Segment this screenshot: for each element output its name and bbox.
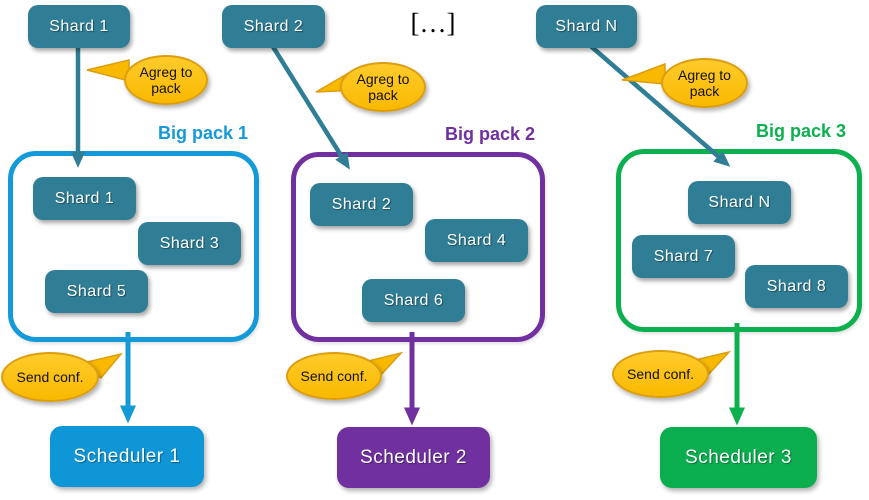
bubble-agreg-1-label: Agreg to pack: [139, 63, 193, 96]
bubble-tail-agreg-1: [86, 59, 130, 82]
pack1-shard-0-label: Shard 1: [54, 189, 115, 207]
scheduler-1: Scheduler 1: [50, 426, 204, 487]
pack1-shard-0: Shard 1: [33, 177, 136, 220]
pack-1-label: Big pack 1: [157, 123, 248, 143]
shard-source-1: Shard 1: [28, 5, 130, 48]
bubble-agreg-2: Agreg to pack: [340, 62, 426, 112]
bubble-send-1-label: Send conf.: [16, 368, 84, 385]
bubble-send-2-label: Send conf.: [300, 367, 368, 384]
big-pack-3: Shard N Shard 7 Shard 8: [616, 149, 862, 332]
pack-3-label: Big pack 3: [755, 121, 846, 141]
pack2-shard-0-label: Shard 2: [331, 195, 392, 213]
shard-source-1-label: Shard 1: [49, 17, 109, 35]
pack3-shard-2-label: Shard 8: [766, 277, 827, 295]
bubble-agreg-2-label: Agreg to pack: [356, 70, 410, 103]
big-pack-1: Shard 1 Shard 3 Shard 5: [8, 151, 259, 342]
shard-source-2: Shard 2: [222, 5, 325, 48]
scheduler-2: Scheduler 2: [337, 427, 490, 488]
scheduler-1-label: Scheduler 1: [73, 445, 181, 467]
pack1-shard-1-label: Shard 3: [159, 234, 220, 252]
ellipsis-label: […]: [410, 8, 456, 38]
scheduler-2-label: Scheduler 2: [360, 446, 467, 468]
pack2-shard-1-label: Shard 4: [446, 231, 507, 249]
bubble-send-3: Send conf.: [612, 350, 709, 398]
pack1-shard-2: Shard 5: [45, 270, 148, 313]
shard-source-n: Shard N: [536, 5, 637, 48]
bubble-agreg-1: Agreg to pack: [124, 55, 208, 105]
pack-2-label: Big pack 2: [444, 124, 535, 144]
scheduler-3-label: Scheduler 3: [685, 446, 792, 468]
pack3-shard-2: Shard 8: [745, 265, 848, 308]
arrow-shard2-to-pack2: [268, 40, 350, 170]
shard-source-2-label: Shard 2: [243, 17, 304, 35]
pack3-shard-1: Shard 7: [632, 235, 735, 278]
bubble-send-1: Send conf.: [1, 352, 99, 402]
pack2-shard-0: Shard 2: [310, 183, 413, 226]
bubble-agreg-3-label: Agreg to pack: [678, 66, 731, 99]
pack1-shard-1: Shard 3: [138, 222, 241, 265]
bubble-tail-agreg-3: [621, 62, 666, 85]
bubble-agreg-3: Agreg to pack: [661, 58, 748, 108]
big-pack-2: Shard 2 Shard 4 Shard 6: [291, 152, 545, 342]
pack3-shard-1-label: Shard 7: [653, 247, 714, 265]
scheduler-3: Scheduler 3: [660, 427, 817, 488]
bubble-send-3-label: Send conf.: [627, 365, 694, 382]
pack1-shard-2-label: Shard 5: [66, 282, 127, 300]
pack2-shard-1: Shard 4: [425, 219, 528, 262]
pack3-shard-0: Shard N: [688, 181, 791, 224]
shard-source-n-label: Shard N: [555, 17, 618, 35]
bubble-send-2: Send conf.: [286, 352, 382, 400]
pack3-shard-0-label: Shard N: [708, 193, 771, 211]
pack2-shard-2: Shard 6: [362, 279, 465, 322]
pack2-shard-2-label: Shard 6: [383, 291, 444, 309]
